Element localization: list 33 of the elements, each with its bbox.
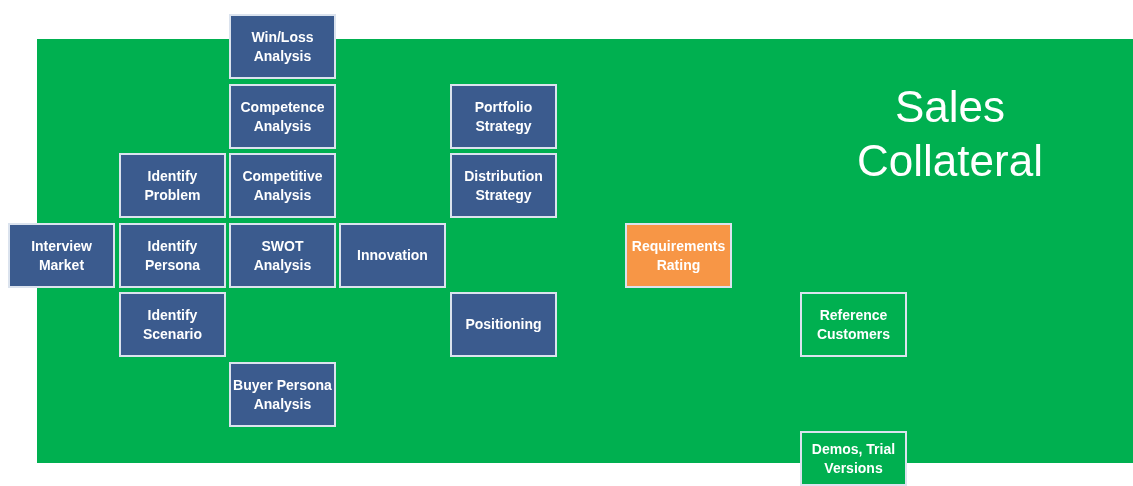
box-label: Demos, Trial Versions [810, 439, 897, 478]
box-label: Interview Market [30, 236, 93, 275]
box-label: Portfolio Strategy [473, 97, 534, 136]
box-label: Competitive Analysis [241, 166, 324, 205]
box-label: Buyer Persona Analysis [233, 375, 332, 414]
process-box [339, 223, 446, 288]
box-label: SWOT Analysis [252, 236, 313, 275]
process-box [625, 223, 732, 288]
process-box [229, 84, 336, 149]
process-box [119, 292, 226, 357]
box-label: Requirements Rating [630, 236, 727, 275]
process-box [8, 223, 115, 288]
box-label: Identify Scenario [141, 305, 204, 344]
box-label: Innovation [357, 246, 428, 265]
process-box [450, 153, 557, 218]
process-box [119, 153, 226, 218]
box-label: Reference Customers [815, 305, 892, 344]
box-label: Distribution Strategy [463, 166, 544, 205]
process-box [119, 223, 226, 288]
title: Sales Collateral [856, 81, 1044, 187]
process-box [229, 362, 336, 427]
process-box [229, 153, 336, 218]
box-label: Competence Analysis [239, 97, 326, 136]
process-box [450, 292, 557, 357]
process-box [229, 14, 336, 79]
process-box [800, 292, 907, 357]
box-label: Win/Loss Analysis [250, 27, 315, 66]
box-label: Positioning [465, 315, 542, 334]
box-label: Identify Problem [143, 166, 202, 205]
process-box [450, 84, 557, 149]
box-label: Identify Persona [143, 236, 202, 275]
process-box [800, 431, 907, 486]
process-box [229, 223, 336, 288]
